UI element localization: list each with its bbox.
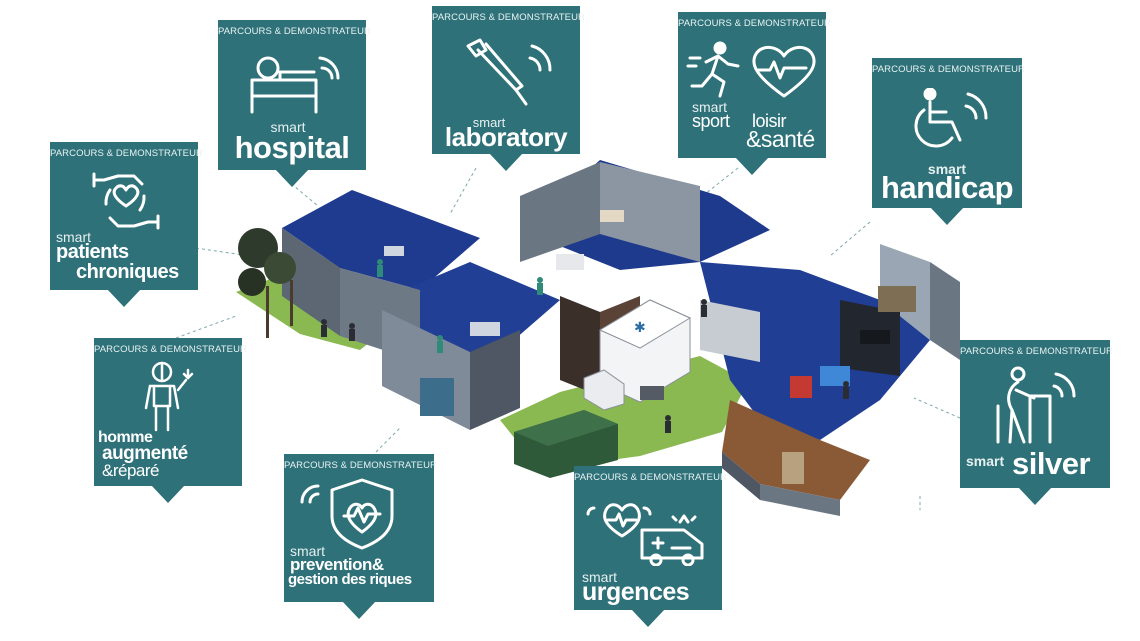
card-title: silver xyxy=(1012,446,1091,481)
green-van-roof xyxy=(514,410,618,446)
shield-heart-icon xyxy=(300,478,394,550)
hospital-bed-1 xyxy=(470,322,500,336)
card-tail xyxy=(631,609,665,627)
partition-brown xyxy=(560,296,600,396)
card-smart-sport-loisir-sante[interactable]: PARCOURS & DEMONSTRATEUR smart sport loi… xyxy=(678,12,832,175)
connector-laboratory xyxy=(449,167,477,215)
ambulance-cross-icon: ✱ xyxy=(634,320,646,336)
connector-handicap xyxy=(829,221,871,257)
connector-prevention xyxy=(375,427,401,453)
connector-silver xyxy=(913,397,961,419)
partition-glass xyxy=(700,300,760,362)
card-tail xyxy=(489,153,523,171)
card-header: PARCOURS & DEMONSTRATEUR xyxy=(574,472,728,483)
augmented-human-icon xyxy=(144,361,194,432)
lab-bench xyxy=(600,210,624,222)
walker-elder-icon xyxy=(996,366,1076,444)
runner-heart-icon xyxy=(686,41,816,98)
card-tail xyxy=(151,485,185,503)
card-header: PARCOURS & DEMONSTRATEUR xyxy=(960,346,1114,357)
card-subtitle: gestion des riques xyxy=(288,571,412,588)
screen-wall xyxy=(878,286,916,312)
door-silver xyxy=(782,452,804,484)
floor-hospital xyxy=(282,190,480,290)
card-small: smart xyxy=(966,453,1005,469)
entrance-door xyxy=(420,378,454,416)
cart xyxy=(640,386,664,400)
card-title: laboratory xyxy=(444,122,568,152)
card-smart-prevention[interactable]: PARCOURS & DEMONSTRATEUR smart preventio… xyxy=(284,454,438,619)
lab-cabinet xyxy=(556,254,584,270)
card-smart-patients-chroniques[interactable]: PARCOURS & DEMONSTRATEUR smart patients … xyxy=(50,142,204,307)
card-subtitle: augmenté xyxy=(102,443,188,464)
card-title: hospital xyxy=(234,130,350,165)
card-title: sport xyxy=(692,111,730,131)
card-header: PARCOURS & DEMONSTRATEUR xyxy=(678,18,832,29)
seating-row xyxy=(860,330,890,344)
card-header: PARCOURS & DEMONSTRATEUR xyxy=(94,344,248,355)
card-smart-silver[interactable]: PARCOURS & DEMONSTRATEUR smart silver xyxy=(960,340,1114,505)
card-title: patients xyxy=(56,241,129,263)
card-subtitle-2: &réparé xyxy=(102,461,159,480)
blue-mat xyxy=(820,366,850,386)
ambulance-cab xyxy=(583,369,625,411)
card-header: PARCOURS & DEMONSTRATEUR xyxy=(432,12,586,23)
card-small: smart xyxy=(270,119,306,135)
connector-sport xyxy=(699,167,739,199)
ambulance-icon xyxy=(586,503,704,566)
wall-facade-side xyxy=(470,330,520,430)
card-header: PARCOURS & DEMONSTRATEUR xyxy=(284,460,438,471)
card-smart-urgences[interactable]: PARCOURS & DEMONSTRATEUR smart urgences xyxy=(574,466,728,627)
card-small: smart xyxy=(692,99,727,115)
card-subtitle-2: &santé xyxy=(746,126,815,152)
wall-west xyxy=(282,228,340,336)
card-title: homme xyxy=(98,429,153,446)
wall-silver-front xyxy=(722,452,760,500)
card-subtitle: loisir xyxy=(752,111,787,131)
card-subtitle: chroniques xyxy=(76,261,179,283)
hospital-bed-icon xyxy=(250,56,340,114)
card-header: PARCOURS & DEMONSTRATEUR xyxy=(218,26,372,37)
card-small: smart xyxy=(472,115,506,130)
card-title: urgences xyxy=(582,578,690,606)
wheelchair-icon xyxy=(914,88,988,148)
wall-handicap-edge xyxy=(930,262,960,360)
wall-lab-north xyxy=(600,162,700,262)
card-small: smart xyxy=(927,161,967,177)
card-smart-laboratory[interactable]: PARCOURS & DEMONSTRATEUR smart laborator… xyxy=(432,6,586,171)
connector-homme xyxy=(175,315,237,339)
floor-silver-wood xyxy=(722,400,870,500)
card-tail xyxy=(275,169,309,187)
card-tail xyxy=(735,157,769,175)
visitor-figures xyxy=(321,299,849,433)
hospital-bed-2 xyxy=(384,246,404,256)
card-title: prevention& xyxy=(290,555,384,574)
red-equipment xyxy=(790,376,812,398)
card-tail xyxy=(930,207,964,225)
card-header: PARCOURS & DEMONSTRATEUR xyxy=(872,64,1026,75)
pipette-icon xyxy=(466,38,552,106)
card-homme-augmente-repare[interactable]: PARCOURS & DEMONSTRATEUR homme augmenté … xyxy=(94,338,248,503)
card-small: smart xyxy=(582,569,617,585)
card-smart-handicap[interactable]: PARCOURS & DEMONSTRATEUR smart handicap xyxy=(872,58,1026,225)
card-title: handicap xyxy=(880,170,1014,205)
card-tail xyxy=(1018,487,1052,505)
wall-lab-west xyxy=(520,162,600,262)
ambulance-roof xyxy=(598,299,692,349)
wall-silver-south xyxy=(760,484,840,516)
card-tail xyxy=(342,601,376,619)
card-smart-hospital[interactable]: PARCOURS & DEMONSTRATEUR smart hospital xyxy=(218,20,372,187)
hands-heart-icon xyxy=(92,172,160,230)
card-header: PARCOURS & DEMONSTRATEUR xyxy=(50,148,204,159)
staff-figures xyxy=(377,259,543,353)
card-small: smart xyxy=(290,543,325,559)
card-small: smart xyxy=(56,229,91,245)
tree xyxy=(238,228,296,338)
card-tail xyxy=(107,289,141,307)
